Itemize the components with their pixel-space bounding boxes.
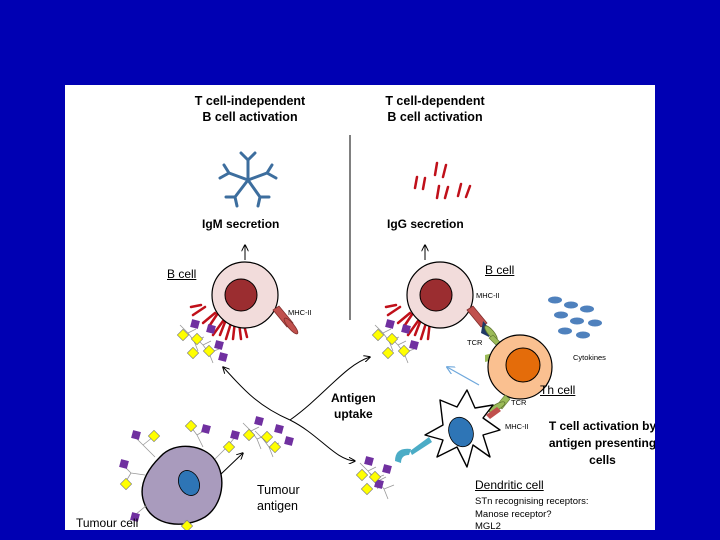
mhc-ii-left-label: MHC-II bbox=[288, 308, 312, 317]
antigen-uptake-label: Antigen uptake bbox=[331, 390, 376, 422]
mhc-ii-dc-label: MHC-II bbox=[505, 422, 529, 431]
tumour-cell-label: Tumour cell bbox=[76, 516, 139, 530]
b-cell-right bbox=[384, 261, 506, 351]
tcr-label-2: TCR bbox=[511, 398, 527, 407]
header-t-independent-line2: B cell activation bbox=[202, 110, 298, 124]
th-cell-label: Th cell bbox=[540, 383, 576, 397]
header-t-dependent: T cell-dependent B cell activation bbox=[370, 93, 500, 125]
mhc-ii-right-label: MHC-II bbox=[476, 291, 500, 300]
receptors-label: STn recognising receptors: Manose recept… bbox=[475, 496, 589, 530]
igg-antibodies-icon bbox=[413, 161, 472, 200]
tumour-antigen-line2: antigen bbox=[257, 499, 299, 513]
uptake-arrow-right bbox=[289, 357, 370, 421]
b-cell-left bbox=[189, 261, 299, 341]
dendritic-cell bbox=[395, 389, 501, 468]
cytokines-label: Cytokines bbox=[573, 353, 606, 362]
uptake-arrow-dc bbox=[289, 419, 355, 461]
diagram-panel: T cell-independent B cell activation T c… bbox=[65, 85, 655, 530]
tumour-antigen-line1: Tumour bbox=[257, 483, 300, 497]
th-to-b-arrow bbox=[447, 367, 480, 386]
tumour-antigen-label: Tumour antigen bbox=[257, 482, 300, 514]
diagram-drawing bbox=[119, 135, 602, 530]
header-t-independent: T cell-independent B cell activation bbox=[180, 93, 320, 125]
tumour-antigen-cluster bbox=[242, 416, 294, 458]
igm-secretion-label: IgM secretion bbox=[202, 217, 280, 231]
uptake-arrow-left bbox=[223, 367, 291, 421]
t-cell-activation-line3: cells bbox=[589, 453, 616, 467]
antigen-uptake-line2: uptake bbox=[333, 407, 373, 421]
th-cell bbox=[485, 334, 553, 413]
igg-secretion-label: IgG secretion bbox=[387, 217, 464, 231]
antigen-uptake-line1: Antigen bbox=[331, 391, 376, 405]
b-cell-left-label: B cell bbox=[167, 267, 197, 281]
header-t-dependent-line2: B cell activation bbox=[387, 110, 483, 124]
receptors-line3: MGL2 bbox=[475, 521, 501, 530]
antigen-cluster-left bbox=[176, 319, 228, 364]
t-cell-activation-line2: antigen presenting bbox=[548, 436, 655, 450]
t-cell-activation-line1: T cell activation by bbox=[548, 419, 655, 433]
dendritic-cell-label: Dendritic cell bbox=[475, 478, 544, 492]
receptors-line1: STn recognising receptors: bbox=[475, 496, 589, 507]
header-t-independent-line1: T cell-independent bbox=[194, 94, 306, 108]
tumour-cell bbox=[119, 419, 240, 530]
tumour-to-antigen-arrow bbox=[219, 453, 243, 476]
igm-pentamer-icon bbox=[218, 151, 278, 208]
receptors-line2: Manose receptor? bbox=[475, 508, 552, 520]
b-cell-right-label: B cell bbox=[485, 263, 515, 277]
tcr-label-1: TCR bbox=[467, 338, 483, 347]
header-t-dependent-line1: T cell-dependent bbox=[385, 94, 485, 108]
antigen-cluster-right bbox=[371, 319, 419, 364]
t-cell-activation-label: T cell activation by antigen presenting … bbox=[535, 418, 655, 469]
cytokines-icon bbox=[548, 296, 602, 339]
antigen-cluster-dc bbox=[355, 456, 395, 500]
